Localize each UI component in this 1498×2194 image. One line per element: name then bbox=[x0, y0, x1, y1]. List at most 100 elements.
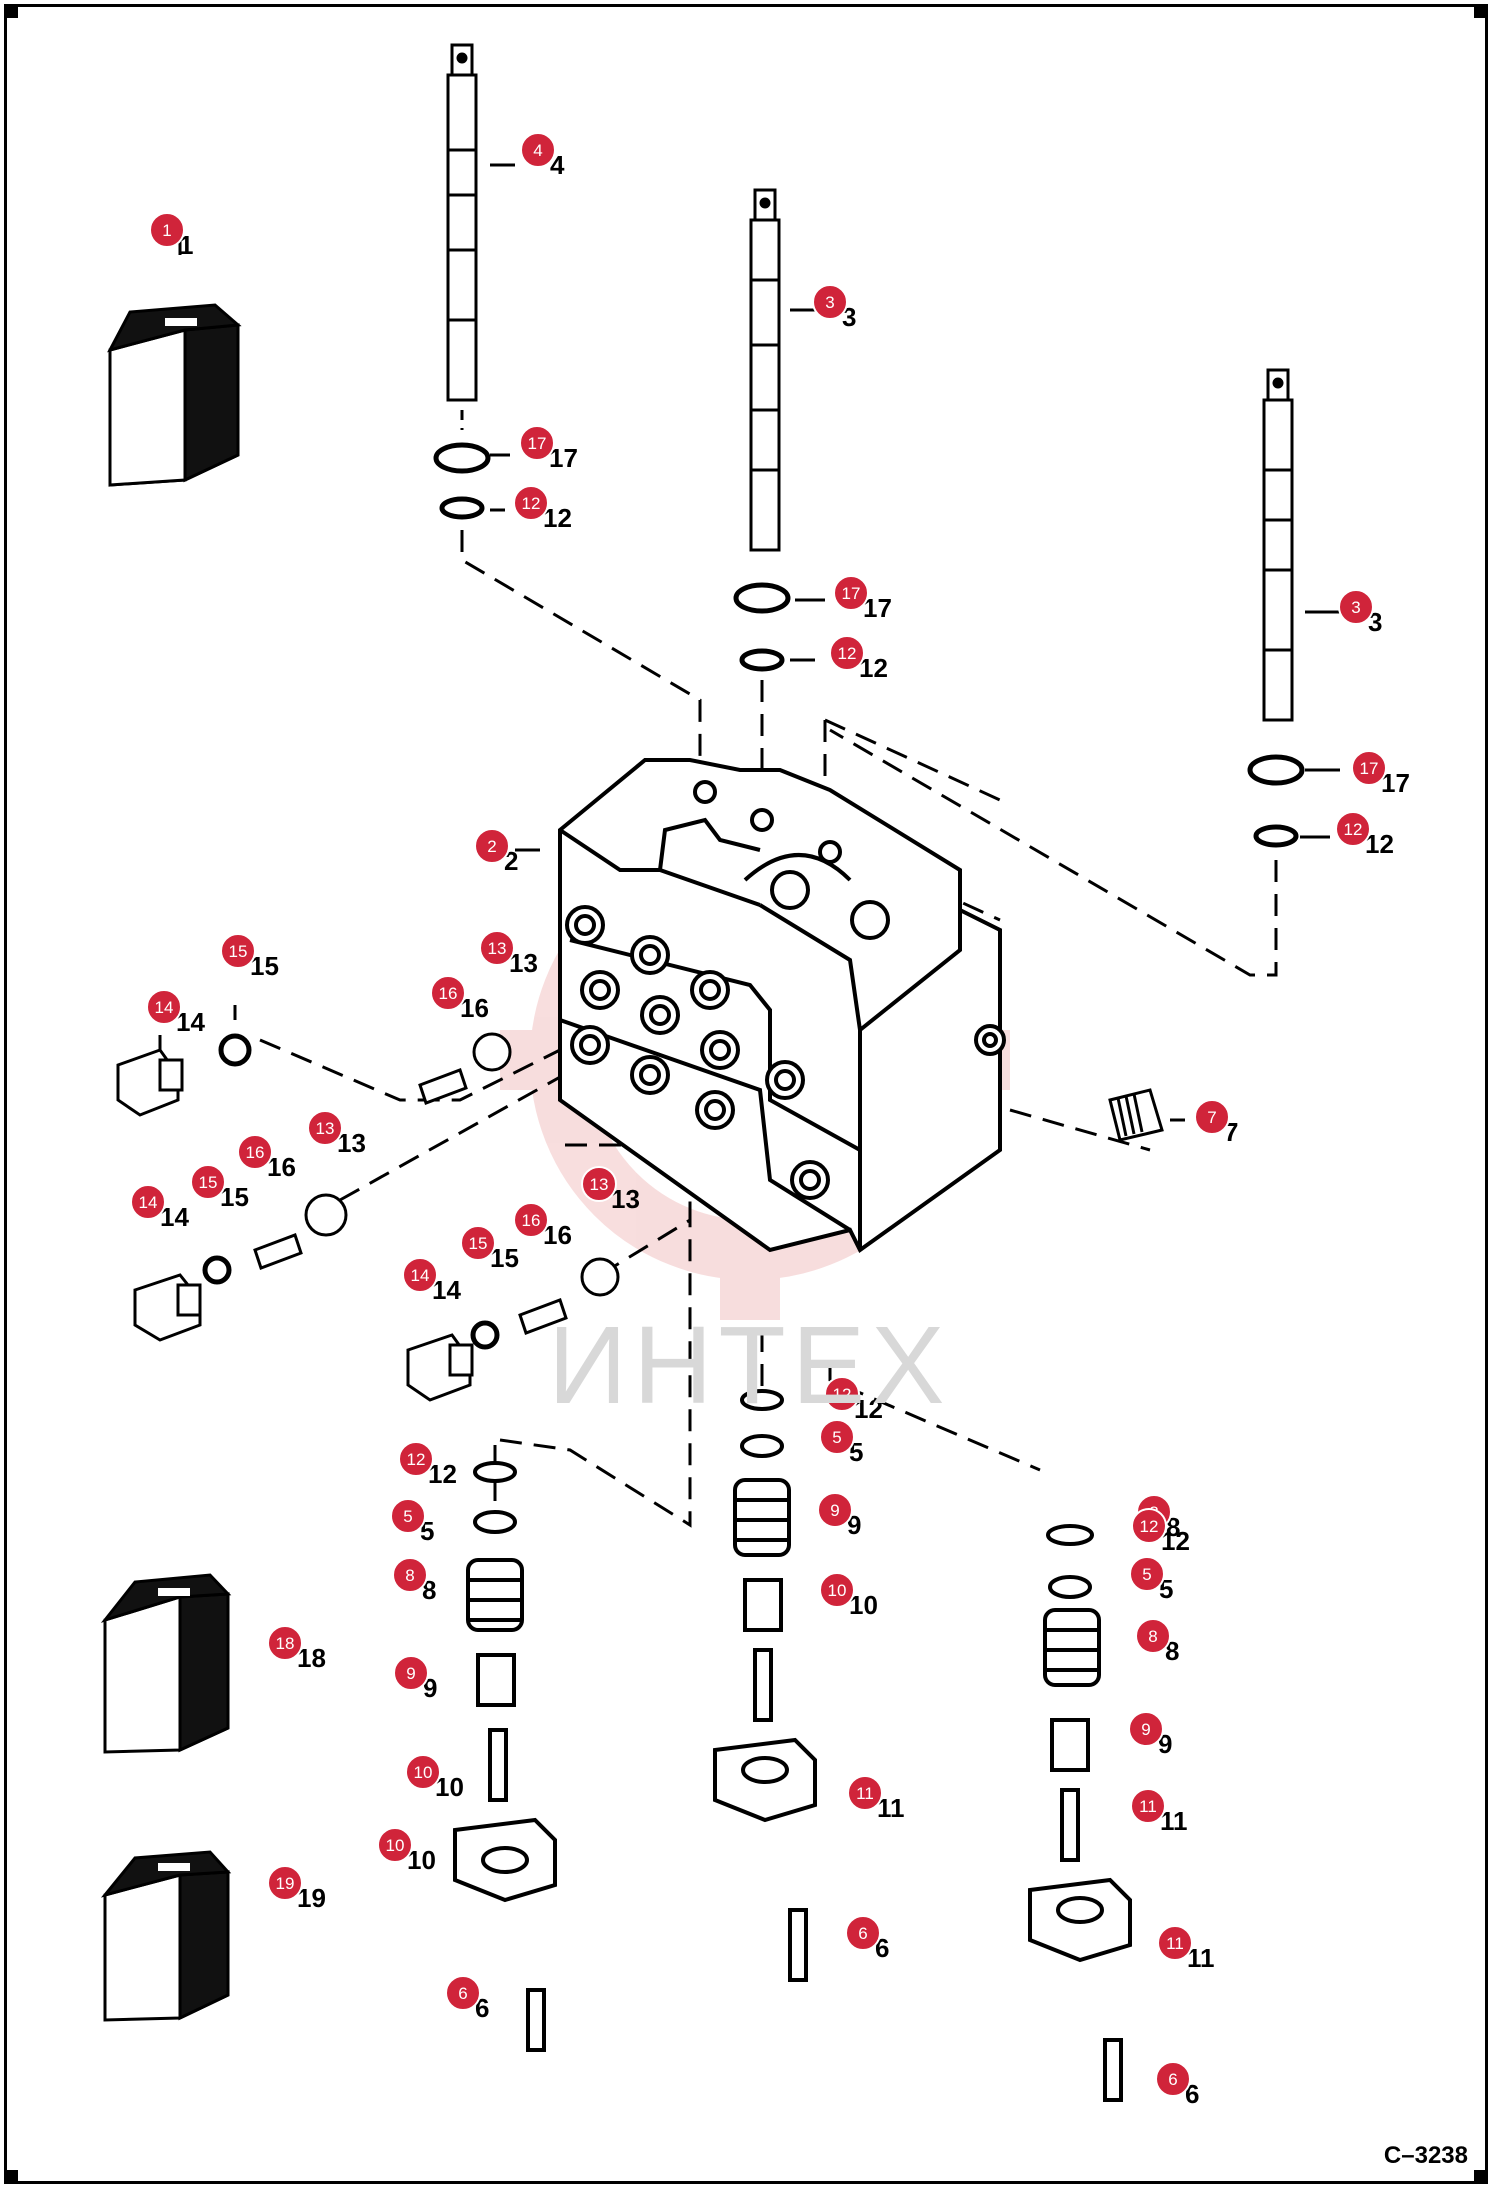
callout-bubble[interactable] bbox=[130, 1184, 166, 1220]
callout-bubble[interactable] bbox=[1131, 1508, 1167, 1544]
callout-bubble[interactable] bbox=[460, 1225, 496, 1261]
callout-9[interactable]: 9 bbox=[393, 1655, 429, 1691]
callout-5[interactable]: 5 bbox=[819, 1419, 855, 1455]
callout-12[interactable]: 12 bbox=[1335, 811, 1371, 847]
callout-10[interactable]: 10 bbox=[405, 1754, 441, 1790]
callout-11[interactable]: 11 bbox=[1130, 1788, 1166, 1824]
callout-15[interactable]: 15 bbox=[220, 933, 256, 969]
callout-8[interactable]: 8 bbox=[392, 1557, 428, 1593]
callout-bubble[interactable] bbox=[1335, 811, 1371, 847]
callout-bubble[interactable] bbox=[520, 132, 556, 168]
callout-11[interactable]: 11 bbox=[847, 1775, 883, 1811]
callout-bubble[interactable] bbox=[479, 930, 515, 966]
callout-bubble[interactable] bbox=[845, 1915, 881, 1951]
callout-bubble[interactable] bbox=[398, 1441, 434, 1477]
callout-5[interactable]: 5 bbox=[1129, 1556, 1165, 1592]
callout-3[interactable]: 3 bbox=[812, 284, 848, 320]
callout-bubble[interactable] bbox=[307, 1110, 343, 1146]
callout-bubble[interactable] bbox=[149, 212, 185, 248]
callout-5[interactable]: 5 bbox=[390, 1498, 426, 1534]
callout-15[interactable]: 15 bbox=[190, 1164, 226, 1200]
callout-bubble[interactable] bbox=[267, 1865, 303, 1901]
callout-11[interactable]: 11 bbox=[1157, 1925, 1193, 1961]
callout-bubble[interactable] bbox=[581, 1166, 617, 1202]
callout-9[interactable]: 9 bbox=[817, 1492, 853, 1528]
callout-bubble[interactable] bbox=[1194, 1099, 1230, 1135]
callout-18[interactable]: 18 bbox=[267, 1625, 303, 1661]
callout-bubble[interactable] bbox=[237, 1134, 273, 1170]
callout-bubble[interactable] bbox=[824, 1376, 860, 1412]
callout-bubble[interactable] bbox=[220, 933, 256, 969]
callout-bubble[interactable] bbox=[1155, 2061, 1191, 2097]
callout-label: 9 bbox=[406, 1664, 415, 1683]
callout-bubble[interactable] bbox=[392, 1557, 428, 1593]
callout-bubble[interactable] bbox=[519, 425, 555, 461]
callout-bubble[interactable] bbox=[1129, 1556, 1165, 1592]
callout-label: 16 bbox=[522, 1211, 541, 1230]
callout-bubble[interactable] bbox=[405, 1754, 441, 1790]
callout-bubble[interactable] bbox=[513, 1202, 549, 1238]
callout-label: 13 bbox=[316, 1119, 335, 1138]
callout-15[interactable]: 15 bbox=[460, 1225, 496, 1261]
callout-16[interactable]: 16 bbox=[430, 975, 466, 1011]
callout-12[interactable]: 12 bbox=[829, 635, 865, 671]
callout-bubble[interactable] bbox=[819, 1419, 855, 1455]
callout-label: 12 bbox=[838, 644, 857, 663]
callout-bubble[interactable] bbox=[402, 1257, 438, 1293]
callout-3[interactable]: 3 bbox=[1338, 589, 1374, 625]
callout-bubble[interactable] bbox=[393, 1655, 429, 1691]
callout-9[interactable]: 9 bbox=[1128, 1711, 1164, 1747]
callout-17[interactable]: 17 bbox=[519, 425, 555, 461]
callout-19[interactable]: 19 bbox=[267, 1865, 303, 1901]
callout-bubble[interactable] bbox=[1130, 1788, 1166, 1824]
callout-17[interactable]: 17 bbox=[1351, 750, 1387, 786]
callout-14[interactable]: 14 bbox=[130, 1184, 166, 1220]
callout-bubble[interactable] bbox=[1135, 1618, 1171, 1654]
callout-10[interactable]: 10 bbox=[377, 1827, 413, 1863]
callout-13[interactable]: 13 bbox=[581, 1166, 617, 1202]
callout-label: 5 bbox=[1142, 1565, 1151, 1584]
callout-bubble[interactable] bbox=[146, 989, 182, 1025]
callout-2[interactable]: 2 bbox=[474, 828, 510, 864]
callout-16[interactable]: 16 bbox=[237, 1134, 273, 1170]
callout-bubble[interactable] bbox=[430, 975, 466, 1011]
callout-12[interactable]: 12 bbox=[513, 485, 549, 521]
callout-12[interactable]: 12 bbox=[1131, 1508, 1167, 1544]
callout-1[interactable]: 1 bbox=[149, 212, 185, 248]
callout-13[interactable]: 13 bbox=[307, 1110, 343, 1146]
callout-bubble[interactable] bbox=[812, 284, 848, 320]
callout-bubble[interactable] bbox=[190, 1164, 226, 1200]
callout-12[interactable]: 12 bbox=[824, 1376, 860, 1412]
callout-label: 12 bbox=[1140, 1517, 1159, 1536]
callout-bubble[interactable] bbox=[833, 575, 869, 611]
callout-12[interactable]: 12 bbox=[398, 1441, 434, 1477]
callout-bubble[interactable] bbox=[1157, 1925, 1193, 1961]
callout-bubble[interactable] bbox=[390, 1498, 426, 1534]
callout-7[interactable]: 7 bbox=[1194, 1099, 1230, 1135]
callout-label: 10 bbox=[828, 1581, 847, 1600]
callout-bubble[interactable] bbox=[1128, 1711, 1164, 1747]
callout-bubble[interactable] bbox=[474, 828, 510, 864]
callout-6[interactable]: 6 bbox=[845, 1915, 881, 1951]
callout-bubble[interactable] bbox=[847, 1775, 883, 1811]
callout-17[interactable]: 17 bbox=[833, 575, 869, 611]
callout-label: 14 bbox=[155, 998, 174, 1017]
callout-10[interactable]: 10 bbox=[819, 1572, 855, 1608]
callout-bubble[interactable] bbox=[817, 1492, 853, 1528]
callout-bubble[interactable] bbox=[445, 1975, 481, 2011]
callout-6[interactable]: 6 bbox=[1155, 2061, 1191, 2097]
callout-6[interactable]: 6 bbox=[445, 1975, 481, 2011]
callout-bubble[interactable] bbox=[1338, 589, 1374, 625]
callout-bubble[interactable] bbox=[377, 1827, 413, 1863]
callout-14[interactable]: 14 bbox=[402, 1257, 438, 1293]
callout-bubble[interactable] bbox=[513, 485, 549, 521]
callout-14[interactable]: 14 bbox=[146, 989, 182, 1025]
callout-bubble[interactable] bbox=[829, 635, 865, 671]
callout-bubble[interactable] bbox=[1351, 750, 1387, 786]
callout-16[interactable]: 16 bbox=[513, 1202, 549, 1238]
callout-4[interactable]: 4 bbox=[520, 132, 556, 168]
callout-bubble[interactable] bbox=[267, 1625, 303, 1661]
callout-bubble[interactable] bbox=[819, 1572, 855, 1608]
callout-13[interactable]: 13 bbox=[479, 930, 515, 966]
callout-8[interactable]: 8 bbox=[1135, 1618, 1171, 1654]
